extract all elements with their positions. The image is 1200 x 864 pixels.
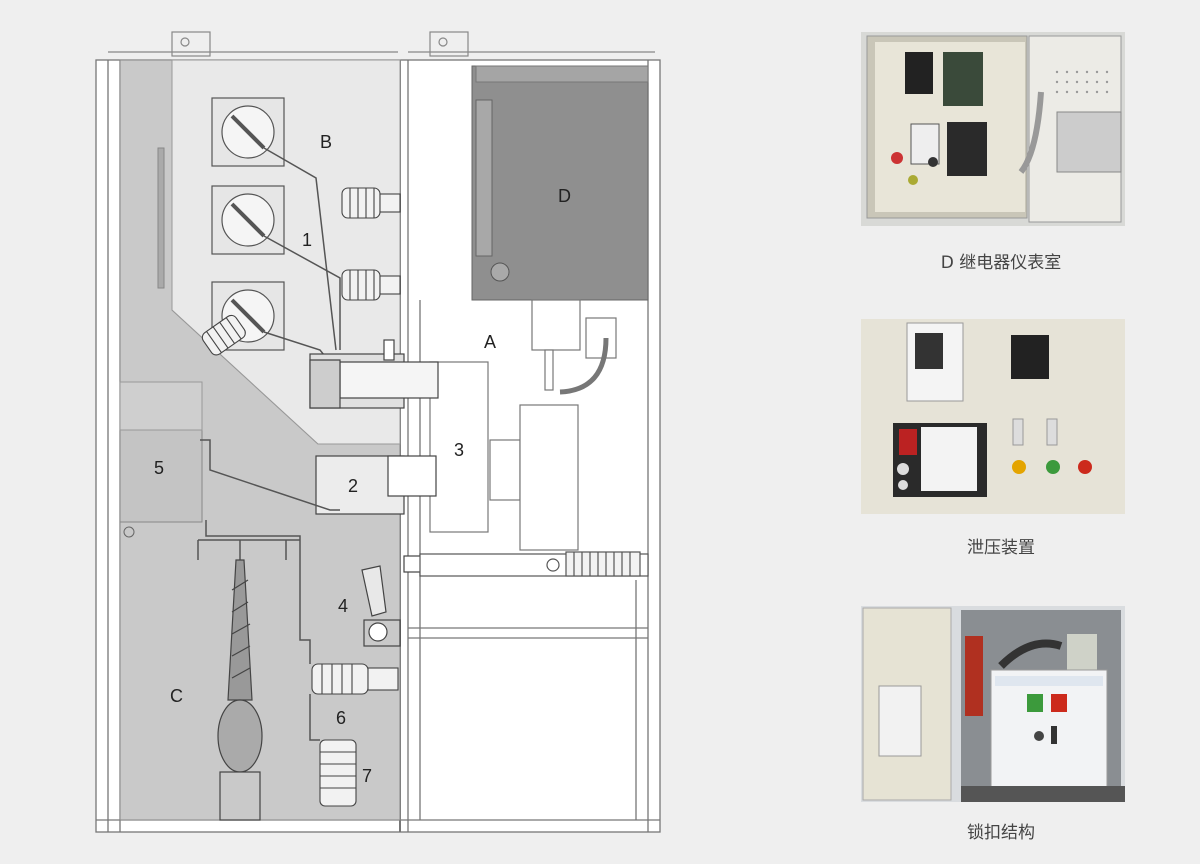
pressure-relief-caption: 泄压装置 bbox=[967, 538, 1035, 558]
ribbed-bushings bbox=[201, 187, 401, 807]
racking-rail bbox=[419, 551, 649, 577]
pressure-relief-photo bbox=[861, 319, 1125, 514]
relay-room-photo bbox=[861, 32, 1125, 226]
label-2: 2 bbox=[348, 476, 358, 496]
cable-busbars bbox=[197, 439, 340, 741]
label-1: 1 bbox=[302, 230, 312, 250]
left-strip bbox=[157, 147, 165, 289]
relay-compartment-d bbox=[471, 65, 649, 301]
lock-mechanism-caption: 锁扣结构 bbox=[967, 823, 1035, 843]
label-b: B bbox=[320, 132, 332, 152]
ct-block-5 bbox=[119, 429, 203, 523]
label-6: 6 bbox=[336, 708, 346, 728]
earthing-switch bbox=[361, 565, 401, 647]
spout-contact bbox=[309, 339, 448, 573]
lifting-lugs bbox=[108, 31, 655, 57]
label-c: C bbox=[170, 686, 183, 706]
cable-terminal bbox=[217, 559, 263, 821]
lock-mechanism-photo bbox=[861, 606, 1125, 802]
label-5: 5 bbox=[154, 458, 164, 478]
busbar-insulators bbox=[211, 97, 285, 351]
label-4: 4 bbox=[338, 596, 348, 616]
breaker-compartment-a bbox=[429, 299, 617, 551]
label-d: D bbox=[558, 186, 571, 206]
relay-room-caption: D 继电器仪表室 bbox=[940, 253, 1062, 273]
label-a: A bbox=[484, 332, 496, 352]
label-3: 3 bbox=[454, 440, 464, 460]
label-7: 7 bbox=[362, 766, 372, 786]
switchgear-cross-section-diagram: B D A C 1 2 3 4 5 6 7 bbox=[95, 31, 661, 833]
